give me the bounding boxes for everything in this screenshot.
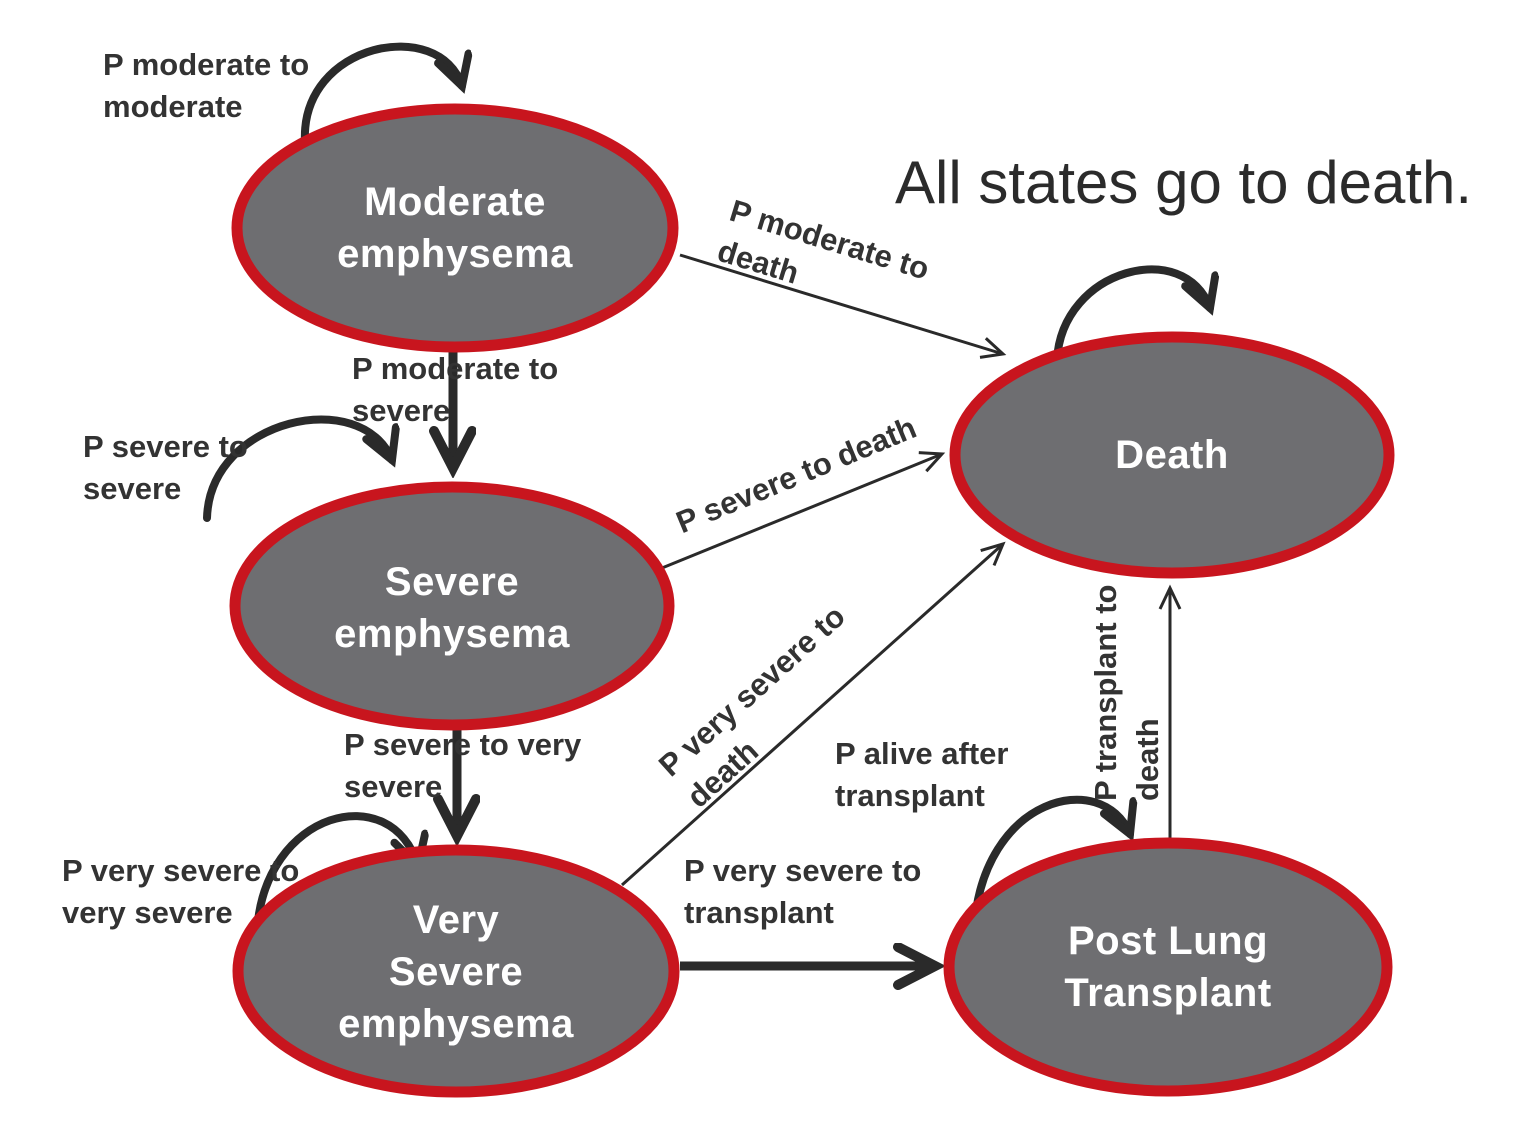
state-label-severe-emphysema: Severe emphysema [334,560,570,656]
self-loop-death [1053,265,1210,364]
label-p-moderate-to-moderate: P moderate to moderate [103,47,310,124]
label-p-very-severe-to-transplant: P very severe to transplant [684,853,922,930]
arrow-very-severe-to-death [620,541,1006,887]
state-death-ellipse [949,331,1395,579]
label-p-transplant-to-death: P transplant to death [1088,584,1165,801]
state-label-post-lung-transplant: Post Lung Transplant [1064,919,1272,1015]
state-label-moderate-emphysema: Moderate emphysema [337,180,573,276]
label-p-severe-to-very-severe: P severe to very severe [344,727,582,804]
self-loop-very-severe [253,812,418,937]
arrow-moderate-to-death [679,253,1007,359]
state-label-death: Death [1115,433,1229,477]
state-post-lung-transplant-ellipse [943,837,1393,1097]
state-label-very-severe-emphysema: Very Severe emphysema [338,898,574,1046]
label-p-very-severe-to-very-severe: P very severe to very severe [62,853,300,930]
state-severe-emphysema-ellipse [229,481,675,731]
self-loop-moderate [300,42,462,146]
self-loop-post-lung-transplant [970,795,1130,934]
label-p-moderate-to-severe: P moderate to severe [352,351,559,428]
state-moderate-emphysema-ellipse [231,103,679,353]
diagram-title: All states go to death. [895,149,1473,216]
state-very-severe-emphysema-ellipse [232,844,680,1098]
arrow-severe-to-death [661,451,946,570]
label-p-alive-after-transplant: P alive after transplant [835,736,1009,813]
label-p-severe-to-severe: P severe to severe [83,429,248,506]
self-loop-severe [203,415,392,522]
